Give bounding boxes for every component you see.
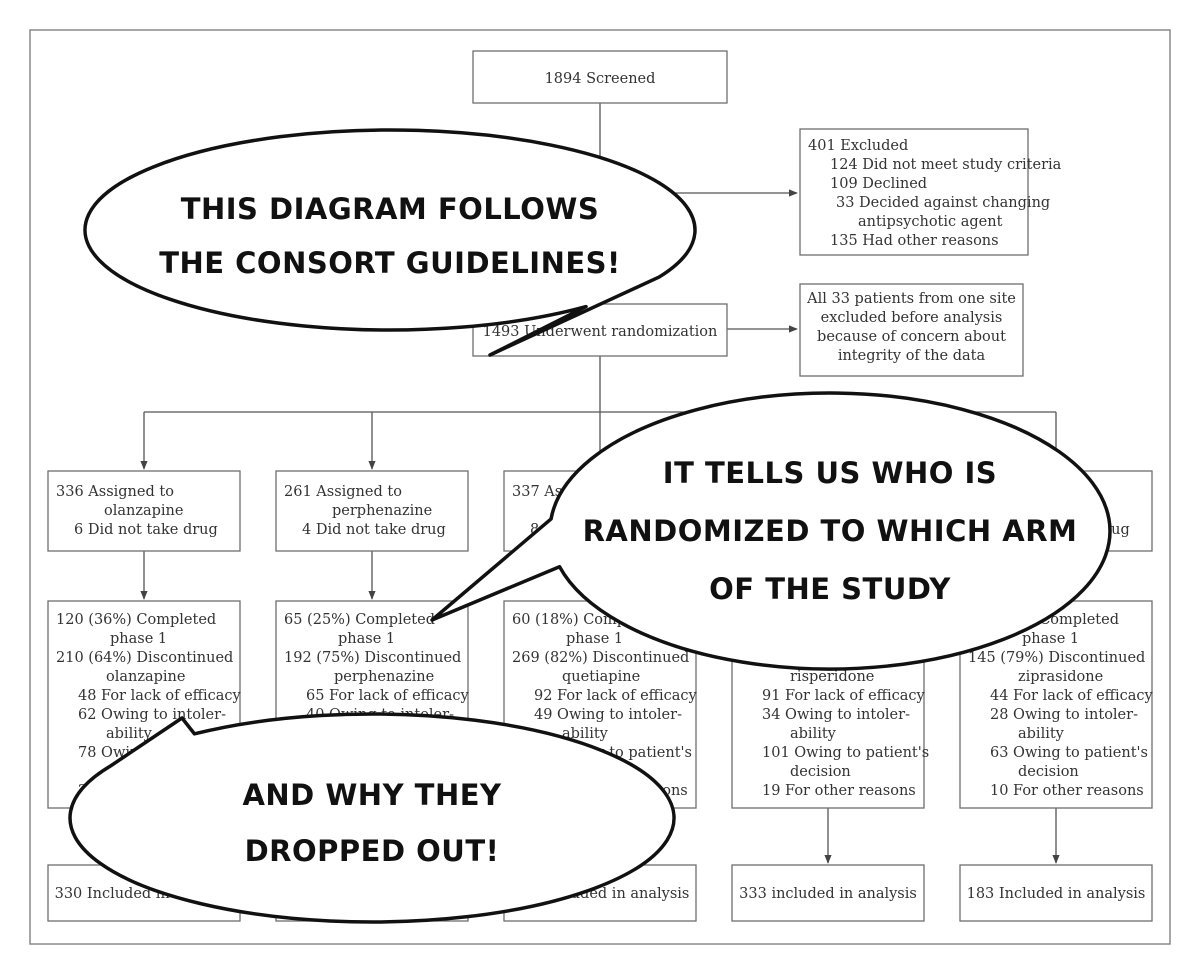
outcome-box-4-line: 34 Owing to intoler- <box>762 707 910 723</box>
bubble-dropped-out: AND WHY THEY DROPPED OUT! <box>68 712 676 924</box>
outcome-box-3-line: 49 Owing to intoler- <box>534 707 682 723</box>
outcome-box-4-line: decision <box>790 764 851 780</box>
bubble-dropped-out-text: AND WHY THEY <box>242 778 502 812</box>
included-box-4-frame <box>731 864 925 922</box>
bubble-randomization-arm: IT TELLS US WHO IS RANDOMIZED TO WHICH AR… <box>430 391 1112 671</box>
outcome-box-3-line: quetiapine <box>562 669 640 685</box>
site-excluded-box-frame <box>799 283 1024 377</box>
bubble-randomization-arm-text: IT TELLS US WHO IS <box>663 456 997 490</box>
site-excluded-box-line: because of concern about <box>817 329 1006 345</box>
outcome-box-4-line: 91 For lack of efficacy <box>762 688 926 704</box>
included-box-5-line: 183 Included in analysis <box>967 886 1146 902</box>
bubble-consort-guidelines-text: THIS DIAGRAM FOLLOWS <box>181 192 600 226</box>
outcome-box-3-line: 269 (82%) Discontinued <box>512 650 689 666</box>
outcome-box-5-line: ability <box>1018 726 1065 742</box>
screened-box-frame <box>472 50 728 104</box>
outcome-box-1-line: 48 For lack of efficacy <box>78 688 242 704</box>
outcome-box-5-line: decision <box>1018 764 1079 780</box>
outcome-box-5-line: 63 Owing to patient's <box>990 745 1148 761</box>
included-box-4: 333 included in analysis <box>731 864 925 922</box>
randomized-box-line: 1493 Underwent randomization <box>483 324 718 340</box>
included-box-5: 183 Included in analysis <box>959 864 1153 922</box>
flow-boxes: 1894 Screened 401 Excluded 124 Did not mee… <box>47 50 1154 922</box>
bubble-dropped-out-shape <box>68 712 676 924</box>
bubble-randomization-arm-text: RANDOMIZED TO WHICH ARM <box>583 514 1078 548</box>
bubble-randomization-arm-shape <box>430 391 1112 671</box>
outcome-box-5-line: 44 For lack of efficacy <box>990 688 1154 704</box>
outcome-box-4-line: risperidone <box>790 669 874 685</box>
excluded-box-line: 401 Excluded <box>808 138 908 154</box>
outcome-box-4-line: 19 For other reasons <box>762 783 916 799</box>
excluded-box-line: 124 Did not meet study criteria <box>830 157 1062 173</box>
outcome-box-1-line: 120 (36%) Completed <box>56 612 216 628</box>
assigned-box-2-line: 4 Did not take drug <box>302 522 446 538</box>
assigned-box-1-line: 6 Did not take drug <box>74 522 218 538</box>
assigned-box-2-line: 261 Assigned to <box>284 484 402 500</box>
bubble-consort-guidelines: THIS DIAGRAM FOLLOWS THE CONSORT GUIDELIN… <box>83 128 697 357</box>
excluded-box-line: 33 Decided against changing <box>836 195 1050 211</box>
assigned-box-1-line: 336 Assigned to <box>56 484 174 500</box>
assigned-box-2-line: perphenazine <box>332 503 432 519</box>
outcome-box-5-line: ziprasidone <box>1018 669 1103 685</box>
excluded-box-frame <box>799 128 1029 256</box>
outcome-box-3-line: 92 For lack of efficacy <box>534 688 698 704</box>
assigned-box-2-frame <box>275 470 469 552</box>
included-box-5-frame <box>959 864 1153 922</box>
screened-box-line: 1894 Screened <box>545 71 656 87</box>
excluded-box-line: 109 Declined <box>830 176 927 192</box>
outcome-box-5-line: phase 1 <box>1022 631 1079 647</box>
outcome-box-2-line: 65 For lack of efficacy <box>306 688 470 704</box>
site-excluded-box-line: All 33 patients from one site <box>806 291 1016 307</box>
assigned-box-1-line: olanzapine <box>104 503 183 519</box>
included-box-4-line: 333 included in analysis <box>739 886 917 902</box>
outcome-box-2-line: 192 (75%) Discontinued <box>284 650 461 666</box>
outcome-box-2-line: phase 1 <box>338 631 395 647</box>
outcome-box-5-line: 145 (79%) Discontinued <box>968 650 1145 666</box>
site-excluded-box: All 33 patients from one site excluded be… <box>799 283 1024 377</box>
bubble-consort-guidelines-shape <box>83 128 697 357</box>
excluded-box-line: antipsychotic agent <box>858 214 1003 230</box>
assigned-box-1: 336 Assigned to olanzapine 6 Did not take … <box>47 470 241 552</box>
bubble-randomization-arm-text: OF THE STUDY <box>709 572 951 606</box>
excluded-box: 401 Excluded 124 Did not meet study crite… <box>799 128 1062 256</box>
randomized-box: 1493 Underwent randomization <box>472 303 728 357</box>
outcome-box-4-line: 101 Owing to patient's <box>762 745 929 761</box>
outcome-box-1-line: 210 (64%) Discontinued <box>56 650 233 666</box>
site-excluded-box-line: integrity of the data <box>838 348 986 364</box>
figure-frame <box>29 29 1171 945</box>
bubble-dropped-out-text: DROPPED OUT! <box>245 834 500 868</box>
speech-bubbles: THIS DIAGRAM FOLLOWS THE CONSORT GUIDELIN… <box>68 128 1112 924</box>
outcome-box-1-line: phase 1 <box>110 631 167 647</box>
excluded-box-line: 135 Had other reasons <box>830 233 999 249</box>
outcome-box-3-line: phase 1 <box>566 631 623 647</box>
screened-box: 1894 Screened <box>472 50 728 104</box>
outcome-box-4-line: ability <box>790 726 837 742</box>
assigned-box-1-frame <box>47 470 241 552</box>
outcome-box-1-line: 62 Owing to intoler- <box>78 707 226 723</box>
outcome-box-3-line: ability <box>562 726 609 742</box>
outcome-box-2-line: perphenazine <box>334 669 434 685</box>
bubble-consort-guidelines-text: THE CONSORT GUIDELINES! <box>159 246 621 280</box>
assigned-box-2: 261 Assigned to perphenazine 4 Did not tak… <box>275 470 469 552</box>
outcome-box-5-line: 28 Owing to intoler- <box>990 707 1138 723</box>
outcome-box-2-line: 65 (25%) Completed <box>284 612 435 628</box>
outcome-box-5-line: 10 For other reasons <box>990 783 1144 799</box>
outcome-box-1-line: ability <box>106 726 153 742</box>
site-excluded-box-line: excluded before analysis <box>821 310 1003 326</box>
outcome-box-1-line: olanzapine <box>106 669 185 685</box>
